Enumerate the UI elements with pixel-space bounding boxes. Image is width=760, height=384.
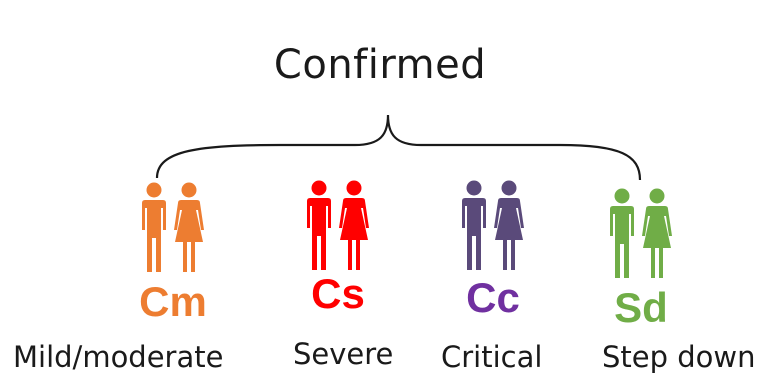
group-label-critical: Critical [441, 340, 543, 374]
icon-fill-3 [610, 188, 672, 278]
couple-icon [142, 182, 204, 272]
group-label-mild-moderate: Mild/moderate [13, 340, 224, 374]
icon-fill-0 [142, 182, 204, 272]
couple-icon [462, 180, 524, 270]
group-code-cm: Cm [139, 278, 207, 325]
couple-icon [610, 188, 672, 278]
group-code-sd: Sd [614, 284, 668, 331]
group-label-step-down: Step down [602, 340, 756, 374]
icon-fill-2 [462, 180, 524, 270]
icon-fill-1 [307, 180, 369, 270]
diagram-title: Confirmed [273, 42, 487, 88]
group-mild-moderate: Cm [113, 180, 233, 330]
group-critical: Cc [433, 178, 553, 328]
group-code-cs: Cs [311, 270, 365, 317]
group-code-cc: Cc [466, 274, 520, 321]
couple-icon [307, 180, 369, 270]
group-label-severe: Severe [293, 337, 394, 371]
group-severe: Cs [278, 178, 398, 328]
group-step-down: Sd [581, 186, 701, 336]
